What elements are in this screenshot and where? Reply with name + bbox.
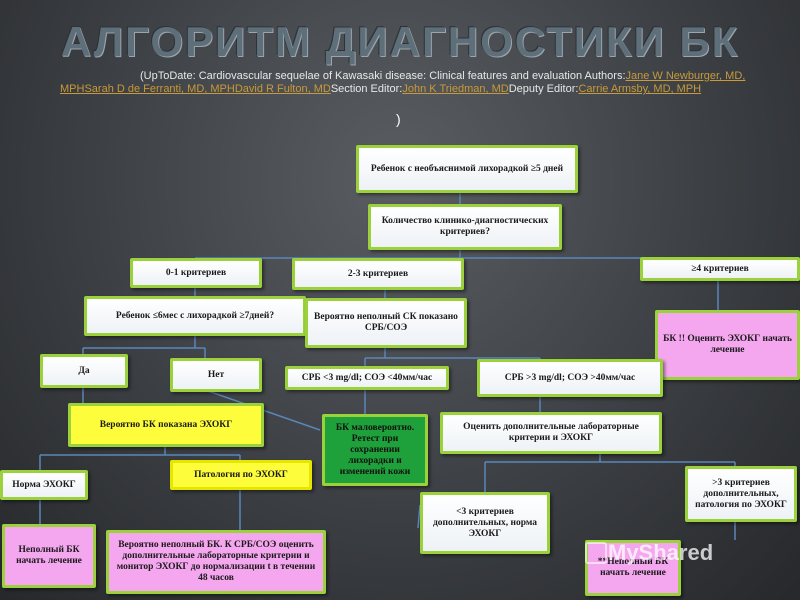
criteria-4-plus-node: ≥4 критериев <box>640 257 800 281</box>
deputy-editor-link[interactable]: Carrie Armsby, MD, MPH <box>578 83 702 95</box>
authors-label: Authors: <box>584 70 626 82</box>
probably-incomplete-node: Вероятно неполный БК. К СРБ/СОЭ оценить … <box>106 530 326 594</box>
incomplete-treat-node: Неполный БК начать лечение <box>2 524 96 588</box>
pathology-echo-node: Патология по ЭХОКГ <box>170 460 312 490</box>
lt3-criteria-node: <3 критериев дополнительных, норма ЭХОКГ <box>420 492 550 554</box>
crp-high-node: СРБ >3 mg/dl; СОЭ >40мм/час <box>477 359 663 397</box>
page-title: АЛГОРИТМ ДИАГНОСТИКИ БК <box>60 18 740 65</box>
incomplete-possible-node: Вероятно неполный СК показано СРБ/СОЭ <box>305 298 467 348</box>
criteria-count-node: Количество клинико-диагностических крите… <box>368 204 562 250</box>
crp-low-node: СРБ <3 mg/dl; СОЭ <40мм/час <box>285 366 449 390</box>
yes-node: Да <box>40 354 128 388</box>
section-editor-label: Section Editor: <box>330 83 403 95</box>
source-title: UpToDate: Cardiovascular sequelae of Kaw… <box>143 70 583 82</box>
author-link-2[interactable]: Sarah D de Ferranti, MD, MPH <box>84 83 235 95</box>
watermark-icon <box>585 542 607 564</box>
author-link-3[interactable]: David R Fulton, MD <box>234 83 331 95</box>
bk-unlikely-node: БК маловероятно. Ретест при сохранении л… <box>322 414 428 486</box>
bk-possible-echo-node: Вероятно БК показана ЭХОКГ <box>68 403 264 447</box>
fever-node: Ребенок с необъяснимой лихорадкой ≥5 дне… <box>356 145 578 193</box>
source-citation: (UpToDate: Cardiovascular sequelae of Ka… <box>60 70 750 96</box>
section-editor-link[interactable]: John K Triedman, MD <box>402 83 509 95</box>
criteria-2-3-node: 2-3 критериев <box>292 258 464 290</box>
gt3-criteria-node: >3 критериев дополнительных, патология п… <box>685 466 797 522</box>
open-paren: ( <box>140 70 144 82</box>
close-paren: ) <box>396 111 401 127</box>
normal-echo-node: Норма ЭХОКГ <box>0 470 88 500</box>
bk-echo-node: БК !! Оценить ЭХОКГ начать лечение <box>655 310 800 380</box>
no-node: Нет <box>170 358 262 392</box>
deputy-editor-label: Deputy Editor: <box>508 83 579 95</box>
watermark: MyShared <box>608 540 714 565</box>
eval-labs-echo-node: Оценить дополнительные лабораторные крит… <box>440 412 662 454</box>
criteria-0-1-node: 0-1 критериев <box>130 258 262 288</box>
age-question-node: Ребенок ≤6мес с лихорадкой ≥7дней? <box>84 296 306 336</box>
author-link-1[interactable]: Jane W Newburger, MD, MPH <box>60 70 746 95</box>
incomplete-treat-2-node: **Неполный БК начать лечение <box>585 540 681 596</box>
